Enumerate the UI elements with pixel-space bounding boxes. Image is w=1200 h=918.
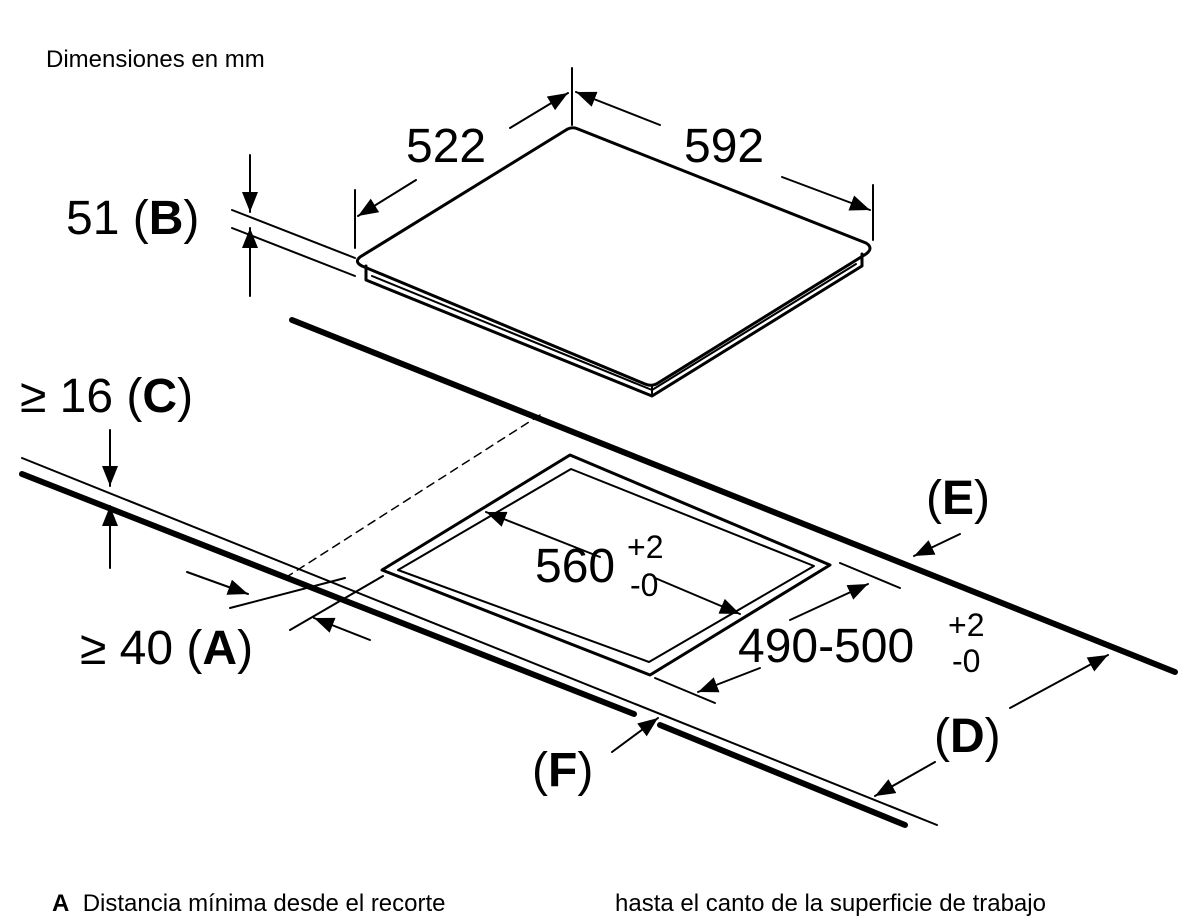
width-label: 592	[684, 120, 764, 173]
diagram-title: Dimensiones en mm	[46, 46, 265, 73]
min-thickness-label: ≥ 16 (C)	[20, 370, 193, 423]
cutout-width-tol-minus: -0	[630, 567, 658, 603]
footnote-left: A Distancia mínima desde el recorte	[52, 890, 446, 917]
cutout	[380, 453, 832, 677]
cutout-depth-tol-plus: +2	[948, 607, 984, 643]
cutout-depth-tol-minus: -0	[952, 643, 980, 679]
ref-d-label: (D)	[934, 710, 1001, 763]
footnote-right: hasta el canto de la superficie de traba…	[615, 890, 1046, 917]
min-front-distance-label: ≥ 40 (A)	[80, 622, 253, 675]
countertop	[19, 317, 1178, 828]
cutout-depth-label: 490-500	[738, 620, 914, 673]
dimension-lines	[102, 67, 1109, 797]
height-label: 51 (B)	[66, 192, 199, 245]
cutout-width-tol-plus: +2	[627, 529, 663, 565]
ref-e-label: (E)	[926, 472, 990, 525]
depth-label: 522	[406, 120, 486, 173]
cutout-width-label: 560	[535, 540, 615, 593]
ref-f-label: (F)	[532, 744, 593, 797]
cooktop	[355, 126, 872, 398]
